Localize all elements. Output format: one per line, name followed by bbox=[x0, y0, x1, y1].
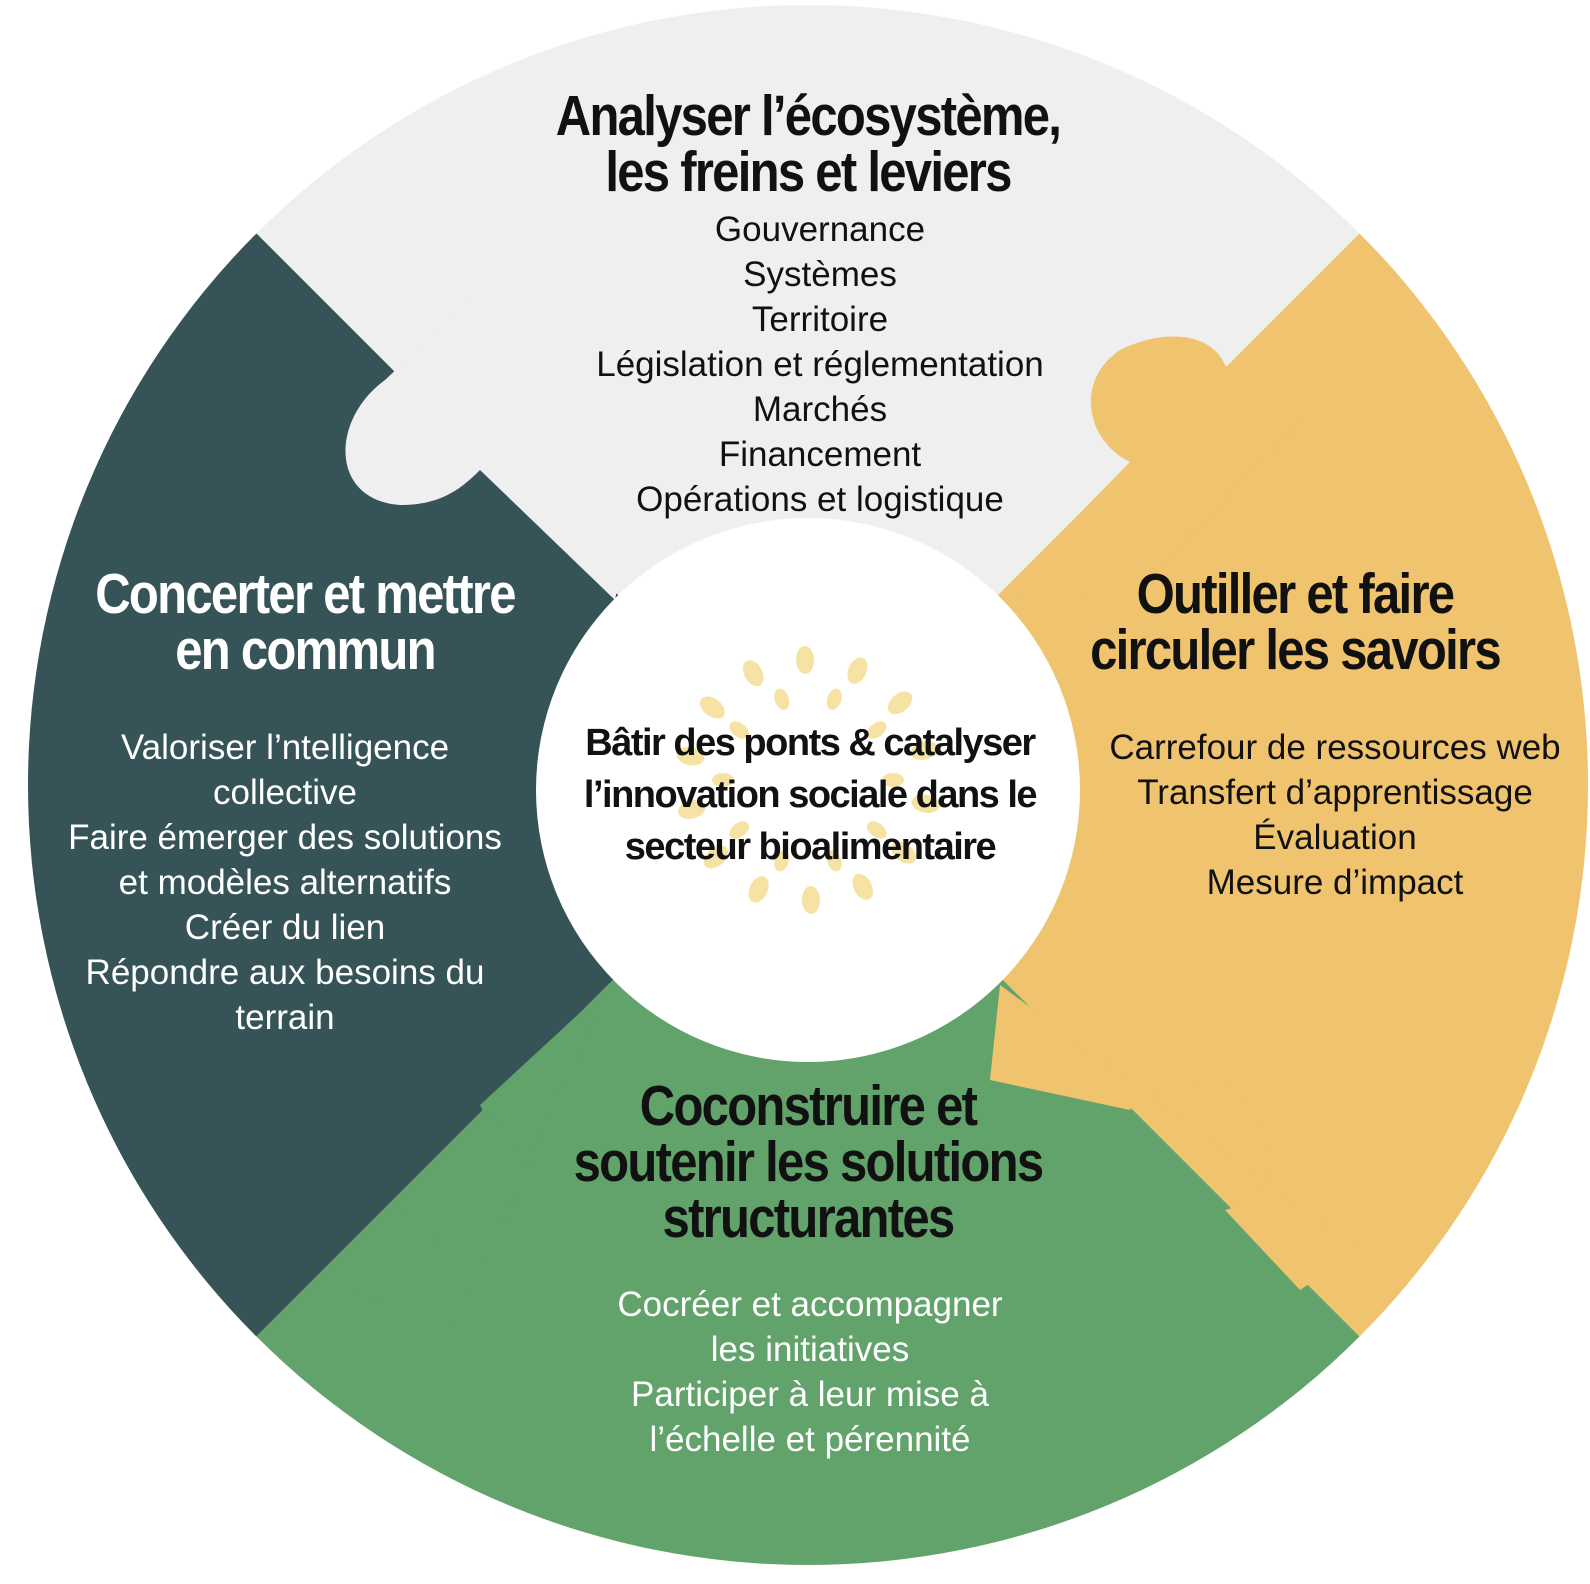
sun-dot bbox=[774, 688, 790, 710]
sun-dot bbox=[852, 873, 873, 900]
center-mission-text: Bâtir des ponts & catalyser l’innovation… bbox=[560, 717, 1060, 873]
bottom-section-title: Coconstruire et soutenir les solutions s… bbox=[517, 1074, 1098, 1250]
sun-dot bbox=[677, 800, 706, 819]
list-item: Faire émerger des solutions bbox=[68, 818, 502, 857]
bottom-title-line: Coconstruire et bbox=[639, 1074, 978, 1138]
list-item: et modèles alternatifs bbox=[118, 863, 452, 902]
list-item: Participer à leur mise à bbox=[631, 1375, 989, 1414]
sun-dot bbox=[866, 721, 887, 739]
bottom-title-line: soutenir les solutions bbox=[573, 1130, 1045, 1194]
list-item: l’échelle et pérennité bbox=[649, 1420, 971, 1459]
bottom-knob-left bbox=[330, 985, 610, 1330]
list-item: Répondre aux besoins du bbox=[85, 953, 485, 992]
sun-dot bbox=[729, 821, 750, 839]
list-item: Carrefour de ressources web bbox=[1109, 728, 1561, 767]
right-title-line: circuler les savoirs bbox=[1090, 618, 1502, 682]
list-item: Cocréer et accompagner bbox=[617, 1285, 1003, 1324]
list-item: Créer du lien bbox=[184, 908, 386, 947]
list-item: Opérations et logistique bbox=[636, 480, 1004, 519]
center-circle bbox=[536, 518, 1080, 1062]
right-section-title: Outiller et faire circuler les savoirs bbox=[1041, 562, 1548, 682]
sun-dot bbox=[847, 657, 868, 684]
top-title-line: Analyser l’écosystème, bbox=[555, 84, 1062, 148]
sun-dot bbox=[911, 794, 940, 814]
right-knob-bottom bbox=[990, 985, 1360, 1290]
sun-dot bbox=[703, 845, 729, 869]
top-section-title: Analyser l’écosystème, les freins et lev… bbox=[483, 84, 1133, 204]
sun-dot bbox=[743, 660, 764, 687]
center-line: l’innovation sociale dans le bbox=[583, 774, 1038, 816]
top-section-items: Gouvernance Systèmes Territoire Législat… bbox=[520, 207, 1120, 522]
sun-dot bbox=[882, 773, 904, 787]
left-puzzle-piece bbox=[28, 5, 808, 1565]
sun-dot bbox=[748, 876, 769, 903]
list-item: Législation et réglementation bbox=[596, 345, 1044, 384]
top-knob-left bbox=[345, 300, 640, 600]
right-puzzle-piece bbox=[808, 5, 1588, 1565]
list-item: Transfert d’apprentissage bbox=[1137, 773, 1533, 812]
sun-dot bbox=[826, 850, 842, 872]
list-item: Mesure d’impact bbox=[1206, 863, 1464, 902]
center-line: secteur bioalimentaire bbox=[624, 826, 997, 868]
sun-dot bbox=[712, 773, 734, 787]
list-item: Marchés bbox=[752, 390, 888, 429]
left-section-title: Concerter et mettre en commun bbox=[51, 562, 558, 682]
sun-dot bbox=[887, 691, 913, 715]
list-item: Valoriser l’ntelligence bbox=[120, 728, 450, 767]
top-title-line: les freins et leviers bbox=[605, 140, 1012, 204]
sun-dot bbox=[699, 696, 725, 719]
list-item: Territoire bbox=[751, 300, 889, 339]
sun-dots-icon bbox=[676, 646, 940, 914]
list-item: collective bbox=[213, 773, 357, 812]
sun-dot bbox=[801, 886, 820, 914]
sun-dot bbox=[910, 741, 939, 760]
right-knob-top bbox=[1000, 336, 1300, 600]
list-item: Évaluation bbox=[1253, 818, 1417, 857]
center-line: Bâtir des ponts & catalyser bbox=[585, 722, 1036, 764]
sun-dot bbox=[729, 721, 750, 739]
list-item: Gouvernance bbox=[714, 210, 926, 249]
right-title-line: Outiller et faire bbox=[1136, 562, 1455, 626]
left-section-items: Valoriser l’ntelligence collective Faire… bbox=[40, 725, 530, 1040]
bottom-puzzle-piece bbox=[28, 785, 1588, 1565]
list-item: Financement bbox=[718, 435, 922, 474]
left-title-line: Concerter et mettre bbox=[95, 562, 516, 626]
bottom-section-items: Cocréer et accompagner les initiatives P… bbox=[560, 1282, 1060, 1462]
list-item: les initiatives bbox=[710, 1330, 910, 1369]
list-item: Systèmes bbox=[743, 255, 897, 294]
bottom-title-line: structurantes bbox=[662, 1186, 956, 1250]
list-item: terrain bbox=[235, 998, 335, 1037]
top-puzzle-piece bbox=[28, 5, 1588, 785]
sun-dot bbox=[891, 841, 917, 864]
sun-dot bbox=[826, 688, 842, 710]
sun-dot bbox=[796, 646, 815, 674]
sun-dot bbox=[676, 746, 705, 766]
sun-dot bbox=[774, 850, 790, 872]
left-title-line: en commun bbox=[175, 618, 436, 682]
right-section-items: Carrefour de ressources web Transfert d’… bbox=[1085, 725, 1585, 905]
sun-dot bbox=[866, 821, 887, 839]
